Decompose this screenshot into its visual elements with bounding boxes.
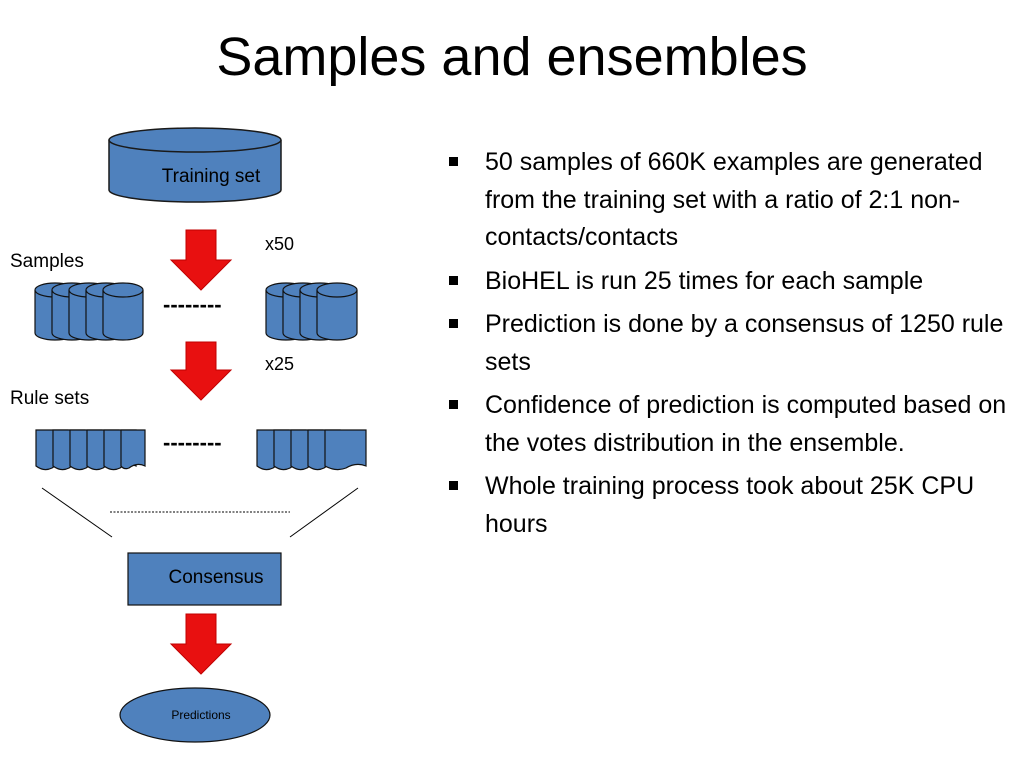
- samples-ellipsis: --------: [163, 292, 222, 317]
- bullet-text: 50 samples of 660K examples are generate…: [485, 148, 983, 251]
- bullet-item: BioHEL is run 25 times for each sample: [447, 263, 1007, 301]
- rule-sets-label: Rule sets: [10, 388, 89, 409]
- bullet-text: BioHEL is run 25 times for each sample: [485, 266, 924, 295]
- bullet-item: 50 samples of 660K examples are generate…: [447, 144, 1007, 257]
- funnel-line-left: [41, 487, 113, 538]
- bullet-item: Prediction is done by a consensus of 125…: [447, 306, 1007, 381]
- square-bullet-icon: [449, 157, 458, 166]
- slide-title: Samples and ensembles: [216, 27, 808, 87]
- bullet-list: 50 samples of 660K examples are generate…: [447, 144, 1007, 549]
- bullet-text: Confidence of prediction is computed bas…: [485, 391, 1007, 457]
- bullet-text: Prediction is done by a consensus of 125…: [485, 310, 1004, 376]
- square-bullet-icon: [449, 400, 458, 409]
- training-set-label: Training set: [162, 166, 261, 187]
- predictions-label: Predictions: [171, 708, 230, 722]
- arrow-down-2: [169, 341, 233, 401]
- sample-cylinders-right: [265, 282, 358, 341]
- bullet-text: Whole training process took about 25K CP…: [485, 472, 975, 538]
- consensus-box: [127, 552, 282, 606]
- run-multiplier: x25: [265, 354, 294, 374]
- rule-sets-left: [35, 429, 146, 471]
- square-bullet-icon: [449, 319, 458, 328]
- square-bullet-icon: [449, 275, 458, 285]
- training-set-cylinder: [108, 127, 282, 203]
- sample-multiplier: x50: [265, 234, 294, 254]
- arrow-down-3: [169, 613, 233, 675]
- funnel-line-right: [289, 487, 359, 538]
- rule-sets-ellipsis: --------: [163, 430, 222, 455]
- square-bullet-icon: [449, 481, 458, 490]
- samples-label: Samples: [10, 251, 84, 272]
- predictions-ellipse: [119, 687, 271, 743]
- bullet-item: Whole training process took about 25K CP…: [447, 468, 1007, 543]
- sample-cylinders-left: [34, 282, 144, 341]
- bullet-item: Confidence of prediction is computed bas…: [447, 387, 1007, 462]
- rule-sets-right: [256, 429, 367, 471]
- arrow-down-1: [169, 229, 233, 291]
- consensus-label: Consensus: [168, 567, 263, 588]
